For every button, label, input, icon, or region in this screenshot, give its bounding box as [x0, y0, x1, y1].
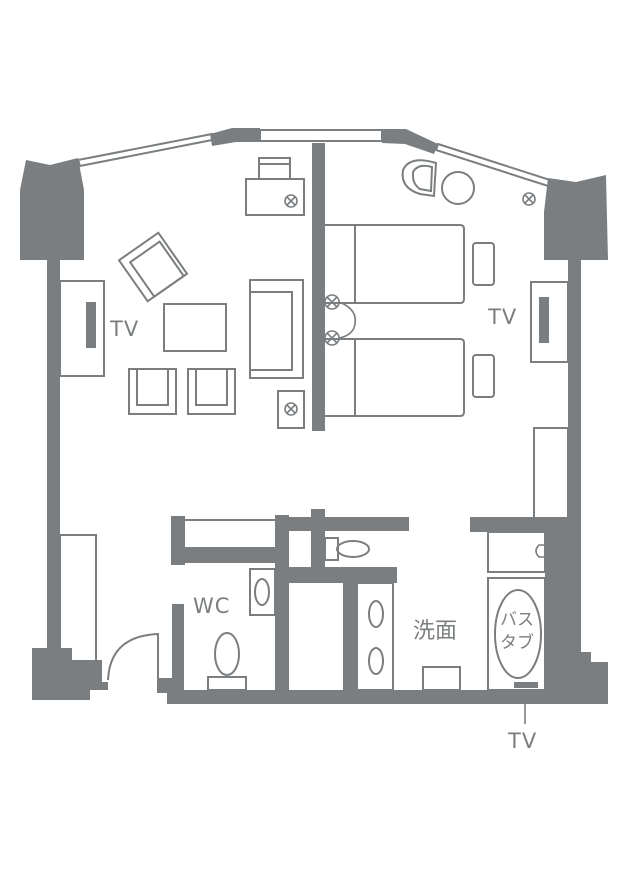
wc-toilet — [207, 632, 247, 691]
wall-bottom — [167, 690, 608, 704]
floor-lamp-bedroom — [522, 192, 536, 206]
wall-vertical-a — [275, 515, 289, 695]
shower-area — [487, 531, 546, 573]
vanity-sinks — [356, 582, 394, 691]
floor-lamp-living — [277, 390, 305, 429]
label-bathtub-line1: バス — [500, 610, 534, 630]
window-top-center — [259, 129, 383, 142]
window-top-left — [76, 132, 213, 168]
wall-top-center-left — [210, 128, 260, 146]
sofa — [249, 279, 304, 379]
label-bathtub-line2: タブ — [500, 633, 534, 653]
wall-closet-bottom — [171, 547, 288, 563]
entry-closet — [59, 534, 97, 662]
label-tv-bedroom: TV — [488, 305, 518, 329]
bed-lamps — [324, 294, 357, 346]
wall-shelf — [287, 567, 397, 583]
pillar-top-left — [20, 158, 84, 260]
washroom-stool — [422, 666, 461, 691]
wc-sink — [249, 568, 276, 616]
label-wc: WC — [193, 594, 231, 618]
wall-top-center-right — [382, 129, 438, 154]
wall-top-bath-right — [287, 517, 409, 531]
lounge-chair-and-table — [401, 159, 475, 205]
wall-left — [47, 258, 60, 650]
armchair-rotated — [117, 231, 189, 303]
bed-bottom — [325, 338, 465, 417]
wall-wc-left — [172, 604, 184, 696]
nightstand-top — [472, 242, 495, 286]
entry-door — [107, 632, 159, 681]
bathtub — [487, 577, 546, 724]
nightstand-bottom — [472, 354, 495, 398]
armchair-left — [128, 368, 177, 415]
tv-living — [59, 280, 105, 377]
bed-top — [325, 224, 465, 304]
wall-bath-right — [545, 517, 581, 692]
window-top-right — [434, 142, 552, 188]
wall-center-partition — [312, 143, 325, 431]
label-washroom: 洗面 — [413, 619, 458, 644]
armchair-right — [187, 368, 236, 415]
coffee-table — [163, 303, 227, 352]
wall-vertical-c — [343, 583, 357, 693]
wall-vertical-b — [311, 509, 325, 567]
small-toilet — [324, 537, 370, 561]
tv-bedroom — [530, 281, 569, 363]
label-tv-bath: TV — [508, 729, 538, 753]
label-tv-living: TV — [110, 317, 140, 341]
desk — [245, 157, 305, 216]
closet — [533, 427, 569, 519]
pillar-top-right — [544, 175, 608, 260]
